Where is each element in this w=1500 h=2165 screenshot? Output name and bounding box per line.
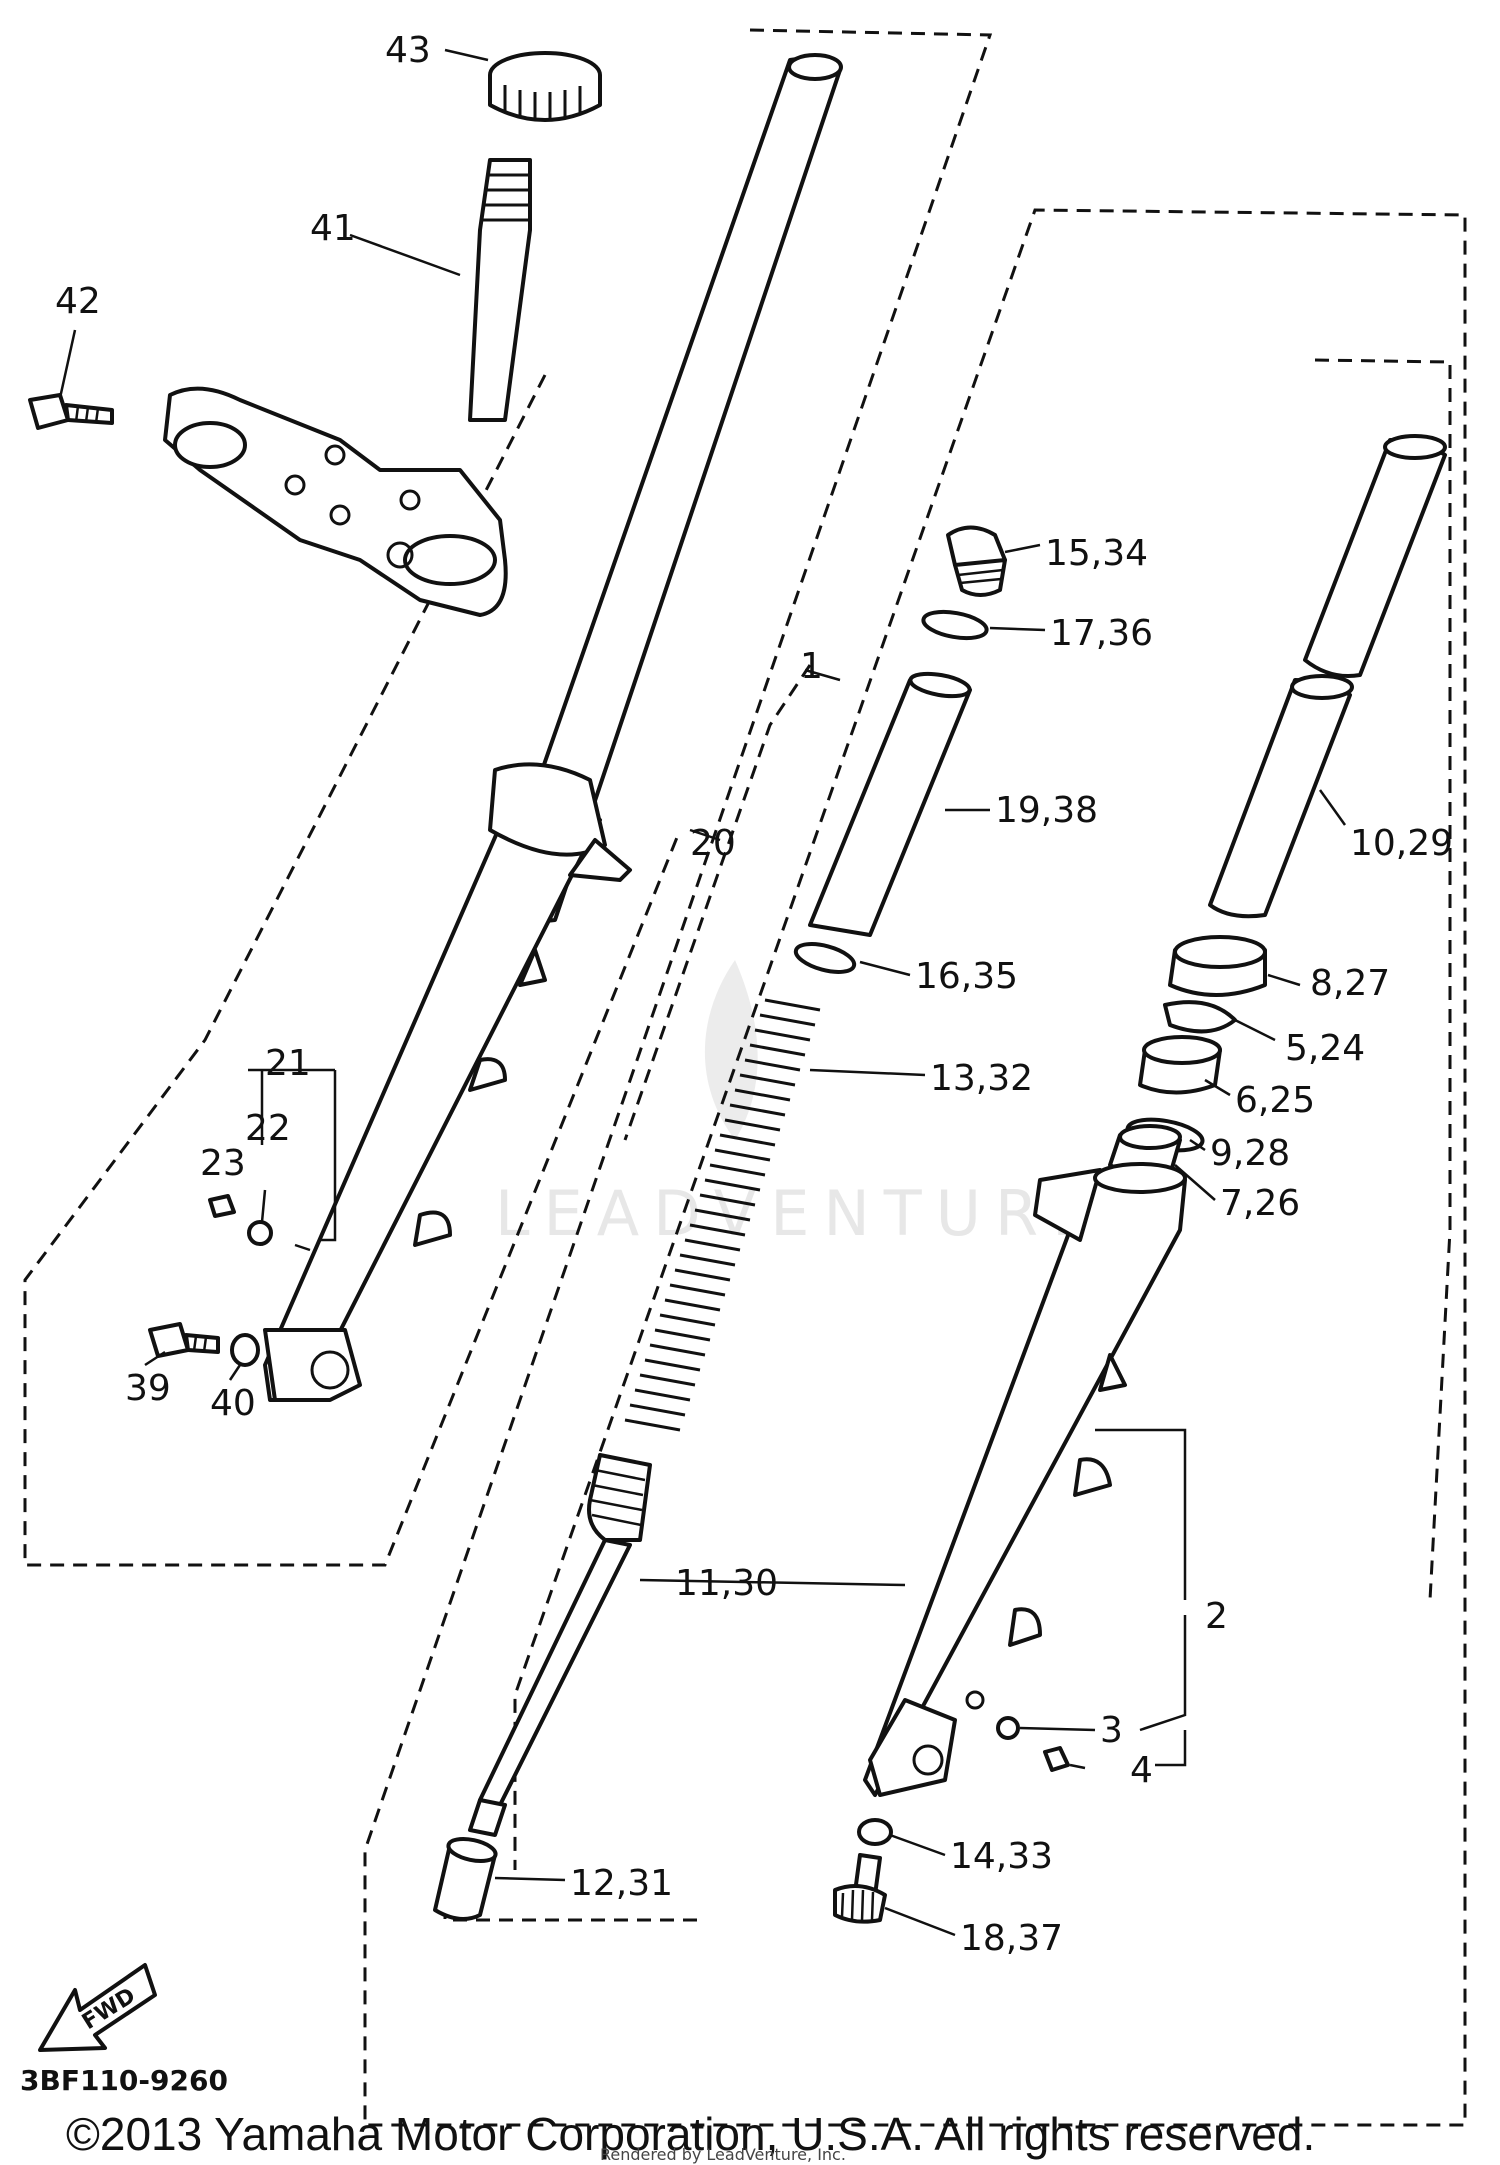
- watermark: LEADVENTURE: [495, 960, 1105, 1250]
- drain-screw-4: [1043, 1746, 1070, 1772]
- label-10-29: 10,29: [1350, 823, 1453, 864]
- label-22: 22: [245, 1108, 291, 1149]
- label-11-30: 11,30: [675, 1563, 778, 1604]
- label-5-24: 5,24: [1285, 1028, 1365, 1069]
- label-16-35: 16,35: [915, 956, 1018, 997]
- rendered-by-note: Rendered by LeadVenture, Inc.: [600, 2145, 846, 2164]
- rebound-spring-13-32: [624, 998, 821, 1432]
- bolt-39: [148, 1322, 220, 1358]
- oil-lock-piece-12-31: [433, 1837, 498, 1921]
- cap-bolt-15-34: [946, 525, 1007, 597]
- o-ring-17-36: [921, 609, 989, 641]
- label-42: 42: [55, 281, 101, 322]
- label-3: 3: [1100, 1710, 1123, 1751]
- label-19-38: 19,38: [995, 790, 1098, 831]
- label-6-25: 6,25: [1235, 1080, 1315, 1121]
- bolt-42: [28, 393, 114, 430]
- label-14-33: 14,33: [950, 1836, 1053, 1877]
- oil-seal-6-25: [1138, 1035, 1222, 1095]
- bearing-race-43: [488, 51, 602, 122]
- watermark-text: LEADVENTURE: [495, 1177, 1105, 1250]
- inner-tube-10-29: [1208, 674, 1354, 919]
- label-7-26: 7,26: [1220, 1183, 1300, 1224]
- damper-rod-11-30: [468, 1453, 652, 1837]
- label-40: 40: [210, 1383, 256, 1424]
- washer-16-35: [793, 942, 857, 974]
- inner-tube-upper-right: [1303, 434, 1447, 678]
- label-13-32: 13,32: [930, 1058, 1033, 1099]
- label-2: 2: [1205, 1596, 1228, 1637]
- label-4: 4: [1130, 1750, 1153, 1791]
- label-39: 39: [125, 1368, 171, 1409]
- label-1: 1: [800, 646, 823, 687]
- label-18-37: 18,37: [960, 1918, 1063, 1959]
- gasket-3: [996, 1716, 1020, 1740]
- label-17-36: 17,36: [1050, 613, 1153, 654]
- outer-fork-assembly-outline: [363, 28, 1467, 2127]
- label-41: 41: [310, 208, 356, 249]
- outer-tube-right-2: [863, 1162, 1187, 1797]
- left-outer-tube-outline: [23, 374, 682, 1567]
- bolt-18-37: [833, 1853, 887, 1924]
- under-bracket-41: [163, 158, 532, 617]
- dust-seal-8-27: [1168, 935, 1267, 997]
- label-21: 21: [265, 1043, 311, 1084]
- label-15-34: 15,34: [1045, 533, 1148, 574]
- part-labels: 43 41 42 15,34 17,36 1 19,38 20 10,29 16…: [55, 30, 1453, 1959]
- copyright-notice: ©2013 Yamaha Motor Corporation, U.S.A. A…: [66, 2108, 1315, 2160]
- drain-screw-23: [208, 1194, 236, 1218]
- label-43: 43: [385, 30, 431, 71]
- forward-arrow-icon: FWD: [38, 1963, 157, 2052]
- spacer-19-38: [808, 671, 972, 937]
- gasket-22: [247, 1220, 273, 1246]
- label-8-27: 8,27: [1310, 963, 1390, 1004]
- diagram-code: 3BF110-9260: [20, 2064, 228, 2097]
- washer-40: [230, 1333, 260, 1367]
- label-12-31: 12,31: [570, 1863, 673, 1904]
- leader-lines: [58, 48, 1347, 1937]
- retaining-clip-5-24: [1163, 1000, 1237, 1034]
- outer-tube-left: [263, 762, 632, 1402]
- gasket-14-33: [857, 1818, 893, 1846]
- label-23: 23: [200, 1143, 246, 1184]
- label-20: 20: [690, 823, 736, 864]
- label-9-28: 9,28: [1210, 1133, 1290, 1174]
